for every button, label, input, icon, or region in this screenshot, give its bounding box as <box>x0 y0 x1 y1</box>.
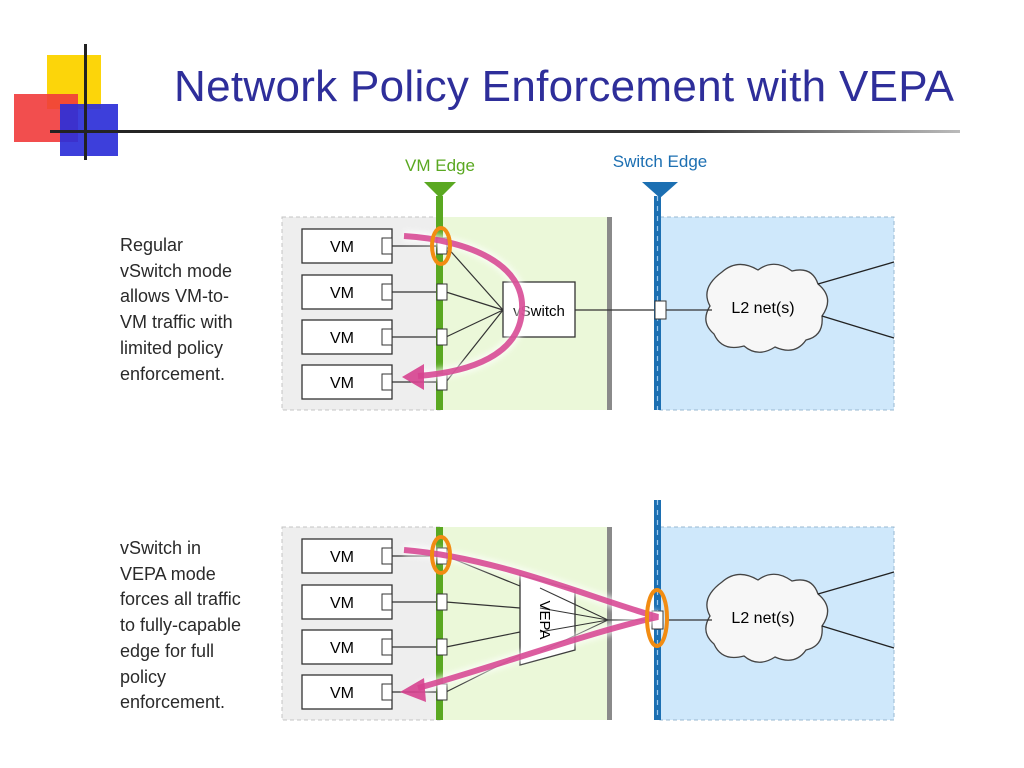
network-link <box>821 315 895 339</box>
vm-label: VM <box>330 285 354 302</box>
switch-link <box>445 601 521 609</box>
vepa-link <box>539 587 609 621</box>
switch-edge-port <box>654 300 667 320</box>
vm-box <box>301 364 393 400</box>
vm-edge-port <box>436 638 448 656</box>
network-link <box>817 571 895 595</box>
l2-network-label: L2 net(s) <box>731 610 794 627</box>
vm-nic-icon <box>381 237 393 255</box>
traffic-arrow-head <box>402 364 424 390</box>
vm-box <box>301 584 393 620</box>
vm-nic-icon <box>381 283 393 301</box>
vm-nic-icon <box>381 638 393 656</box>
l2-network-cloud <box>705 263 829 353</box>
vepa-label: VEPA <box>536 601 553 640</box>
vm-box <box>301 228 393 264</box>
traffic-arrow-head <box>400 678 426 702</box>
vm-box <box>301 674 393 710</box>
vm-nic-icon <box>381 593 393 611</box>
bottom-panel-description: vSwitch in VEPA mode forces all traffic … <box>120 538 242 713</box>
vm-nic-icon <box>381 547 393 565</box>
slide-title: Network Policy Enforcement with VEPA <box>174 62 955 111</box>
vm-label: VM <box>330 685 354 702</box>
l2-network-label: L2 net(s) <box>731 300 794 317</box>
traffic-path <box>403 547 659 691</box>
vm-label: VM <box>330 375 354 392</box>
vm-box <box>301 274 393 310</box>
switch-edge-label: Switch Edge <box>613 152 708 171</box>
top-panel: L2 net(s) VM VM VM VM <box>281 196 895 411</box>
network-link <box>821 625 895 649</box>
switch-link <box>445 245 504 311</box>
switch-link <box>445 631 521 648</box>
vepa-link <box>539 619 609 633</box>
vepa-link <box>539 607 609 621</box>
title-underline <box>50 130 960 133</box>
vm-edge-port <box>436 283 448 301</box>
top-panel-description: Regular vSwitch mode allows VM-to- VM tr… <box>120 235 233 384</box>
switch-link <box>445 309 504 338</box>
traffic-path <box>403 233 526 379</box>
logo-vertical-line <box>84 44 87 160</box>
switch-edge-marker <box>642 182 678 198</box>
vm-box <box>301 629 393 665</box>
vm-label: VM <box>330 549 354 566</box>
vm-edge-line <box>436 196 443 410</box>
vm-edge-port <box>436 328 448 346</box>
vm-edge-line <box>436 527 443 720</box>
vm-box <box>301 319 393 355</box>
bottom-panel: L2 net(s) VM VM VM VM <box>281 500 895 721</box>
policy-point-highlight <box>430 535 452 575</box>
edge-policy-highlight <box>645 588 669 648</box>
vm-edge-marker <box>424 182 456 198</box>
vm-label: VM <box>330 595 354 612</box>
vm-edge-port <box>436 593 448 611</box>
vm-label: VM <box>330 330 354 347</box>
vm-nic-icon <box>381 683 393 701</box>
policy-point-highlight <box>430 226 452 266</box>
vm-label: VM <box>330 239 354 256</box>
vm-edge-label: VM Edge <box>405 156 475 175</box>
host-boundary <box>607 217 612 410</box>
vm-nic-icon <box>381 373 393 391</box>
vm-nic-icon <box>381 328 393 346</box>
host-boundary <box>607 527 612 720</box>
vm-label: VM <box>330 640 354 657</box>
network-link <box>817 261 895 285</box>
switch-link <box>445 291 504 311</box>
l2-network-cloud <box>705 573 829 663</box>
